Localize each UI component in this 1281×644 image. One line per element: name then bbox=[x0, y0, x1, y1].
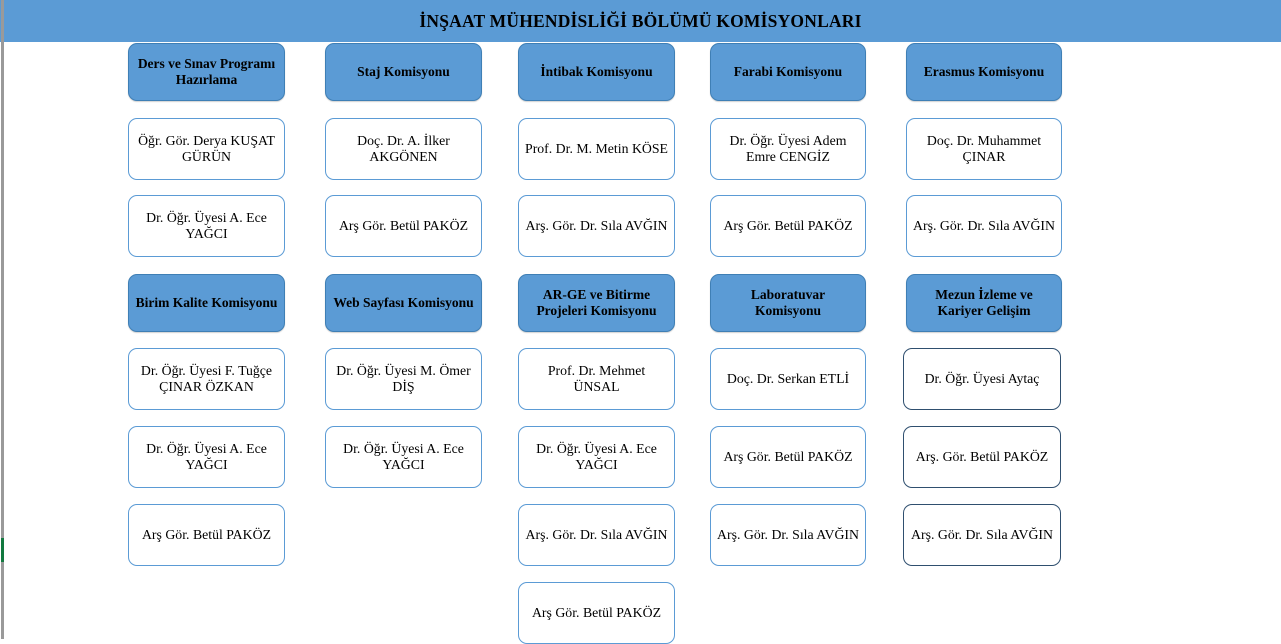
commission-member-birim-kalite-komisyonu-2-label: Dr. Öğr. Üyesi A. Ece YAĞCI bbox=[146, 441, 267, 472]
commission-member-mezun-izleme-ve-kariyer-gelisim-1-label: Dr. Öğr. Üyesi Aytaç bbox=[924, 371, 1040, 386]
commission-member-ders-ve-sinav-programi-hazirlama-2[interactable]: Dr. Öğr. Üyesi A. Ece YAĞCI bbox=[128, 195, 285, 257]
commission-head-erasmus-komisyonu[interactable]: Erasmus Komisyonu bbox=[906, 43, 1062, 101]
commission-head-ar-ge-ve-bitirme-projeleri-komisyonu-label: AR-GE ve Bitirme Projeleri Komisyonu bbox=[536, 287, 657, 318]
commission-head-web-sayfasi-komisyonu[interactable]: Web Sayfası Komisyonu bbox=[325, 274, 482, 332]
commission-member-birim-kalite-komisyonu-1-label: Dr. Öğr. Üyesi F. Tuğçe ÇINAR ÖZKAN bbox=[140, 363, 273, 394]
commission-member-ar-ge-ve-bitirme-projeleri-komisyonu-4-label: Arş Gör. Betül PAKÖZ bbox=[531, 605, 662, 620]
commission-head-birim-kalite-komisyonu[interactable]: Birim Kalite Komisyonu bbox=[128, 274, 285, 332]
commission-member-mezun-izleme-ve-kariyer-gelisim-2[interactable]: Arş. Gör. Betül PAKÖZ bbox=[903, 426, 1061, 488]
commission-member-ar-ge-ve-bitirme-projeleri-komisyonu-2[interactable]: Dr. Öğr. Üyesi A. Ece YAĞCI bbox=[518, 426, 675, 488]
commission-member-intibak-komisyonu-1[interactable]: Prof. Dr. M. Metin KÖSE bbox=[518, 118, 675, 180]
commission-member-staj-komisyonu-1-label: Doç. Dr. A. İlker AKGÖNEN bbox=[357, 133, 450, 164]
commission-member-farabi-komisyonu-1-label: Dr. Öğr. Üyesi Adem Emre CENGİZ bbox=[729, 133, 847, 164]
commission-member-ar-ge-ve-bitirme-projeleri-komisyonu-2-label: Dr. Öğr. Üyesi A. Ece YAĞCI bbox=[536, 441, 657, 472]
commission-member-mezun-izleme-ve-kariyer-gelisim-3-label: Arş. Gör. Dr. Sıla AVĞIN bbox=[911, 527, 1053, 542]
commission-member-ders-ve-sinav-programi-hazirlama-1[interactable]: Öğr. Gör. Derya KUŞAT GÜRÜN bbox=[128, 118, 285, 180]
commission-head-mezun-izleme-ve-kariyer-gelisim[interactable]: Mezun İzleme ve Kariyer Gelişim bbox=[906, 274, 1062, 332]
commission-head-ders-ve-sinav-programi-hazirlama[interactable]: Ders ve Sınav Programı Hazırlama bbox=[128, 43, 285, 101]
commission-member-staj-komisyonu-2-label: Arş Gör. Betül PAKÖZ bbox=[338, 218, 469, 233]
commission-member-ar-ge-ve-bitirme-projeleri-komisyonu-4[interactable]: Arş Gör. Betül PAKÖZ bbox=[518, 582, 675, 644]
commission-member-farabi-komisyonu-2[interactable]: Arş Gör. Betül PAKÖZ bbox=[710, 195, 866, 257]
commission-member-erasmus-komisyonu-2[interactable]: Arş. Gör. Dr. Sıla AVĞIN bbox=[906, 195, 1062, 257]
commission-member-ders-ve-sinav-programi-hazirlama-1-label: Öğr. Gör. Derya KUŞAT GÜRÜN bbox=[138, 133, 275, 164]
page-banner: İNŞAAT MÜHENDİSLİĞİ BÖLÜMÜ KOMİSYONLARI bbox=[0, 0, 1281, 42]
commission-member-farabi-komisyonu-1[interactable]: Dr. Öğr. Üyesi Adem Emre CENGİZ bbox=[710, 118, 866, 180]
commission-member-laboratuvar-komisyonu-3[interactable]: Arş. Gör. Dr. Sıla AVĞIN bbox=[710, 504, 866, 566]
commission-head-mezun-izleme-ve-kariyer-gelisim-label: Mezun İzleme ve Kariyer Gelişim bbox=[935, 287, 1033, 318]
commission-head-farabi-komisyonu-label: Farabi Komisyonu bbox=[733, 64, 843, 80]
commission-member-ar-ge-ve-bitirme-projeleri-komisyonu-1[interactable]: Prof. Dr. Mehmet ÜNSAL bbox=[518, 348, 675, 410]
commission-head-ar-ge-ve-bitirme-projeleri-komisyonu[interactable]: AR-GE ve Bitirme Projeleri Komisyonu bbox=[518, 274, 675, 332]
commission-member-web-sayfasi-komisyonu-2-label: Dr. Öğr. Üyesi A. Ece YAĞCI bbox=[343, 441, 464, 472]
commission-head-intibak-komisyonu[interactable]: İntibak Komisyonu bbox=[518, 43, 675, 101]
commission-member-laboratuvar-komisyonu-3-label: Arş. Gör. Dr. Sıla AVĞIN bbox=[717, 527, 859, 542]
commission-head-staj-komisyonu-label: Staj Komisyonu bbox=[357, 64, 450, 80]
commission-member-birim-kalite-komisyonu-3[interactable]: Arş Gör. Betül PAKÖZ bbox=[128, 504, 285, 566]
commission-member-erasmus-komisyonu-2-label: Arş. Gör. Dr. Sıla AVĞIN bbox=[913, 218, 1055, 233]
commission-head-birim-kalite-komisyonu-label: Birim Kalite Komisyonu bbox=[135, 295, 278, 311]
commission-head-ders-ve-sinav-programi-hazirlama-label: Ders ve Sınav Programı Hazırlama bbox=[137, 56, 276, 87]
commission-member-ders-ve-sinav-programi-hazirlama-2-label: Dr. Öğr. Üyesi A. Ece YAĞCI bbox=[146, 210, 267, 241]
commission-member-birim-kalite-komisyonu-3-label: Arş Gör. Betül PAKÖZ bbox=[141, 527, 272, 542]
page-scrollbar-thumb[interactable] bbox=[1, 538, 4, 562]
commission-member-laboratuvar-komisyonu-2[interactable]: Arş Gör. Betül PAKÖZ bbox=[710, 426, 866, 488]
commission-member-birim-kalite-komisyonu-2[interactable]: Dr. Öğr. Üyesi A. Ece YAĞCI bbox=[128, 426, 285, 488]
commission-member-mezun-izleme-ve-kariyer-gelisim-1[interactable]: Dr. Öğr. Üyesi Aytaç bbox=[903, 348, 1061, 410]
commission-member-intibak-komisyonu-2-label: Arş. Gör. Dr. Sıla AVĞIN bbox=[525, 218, 668, 233]
commission-member-laboratuvar-komisyonu-1[interactable]: Doç. Dr. Serkan ETLİ bbox=[710, 348, 866, 410]
commission-member-web-sayfasi-komisyonu-1-label: Dr. Öğr. Üyesi M. Ömer DİŞ bbox=[336, 363, 471, 394]
commission-member-mezun-izleme-ve-kariyer-gelisim-3[interactable]: Arş. Gör. Dr. Sıla AVĞIN bbox=[903, 504, 1061, 566]
commission-member-ar-ge-ve-bitirme-projeleri-komisyonu-3[interactable]: Arş. Gör. Dr. Sıla AVĞIN bbox=[518, 504, 675, 566]
commission-member-web-sayfasi-komisyonu-1[interactable]: Dr. Öğr. Üyesi M. Ömer DİŞ bbox=[325, 348, 482, 410]
commission-head-staj-komisyonu[interactable]: Staj Komisyonu bbox=[325, 43, 482, 101]
commission-member-erasmus-komisyonu-1[interactable]: Doç. Dr. Muhammet ÇINAR bbox=[906, 118, 1062, 180]
commission-head-web-sayfasi-komisyonu-label: Web Sayfası Komisyonu bbox=[333, 295, 474, 311]
commission-member-ar-ge-ve-bitirme-projeleri-komisyonu-1-label: Prof. Dr. Mehmet ÜNSAL bbox=[547, 363, 646, 394]
commission-head-erasmus-komisyonu-label: Erasmus Komisyonu bbox=[923, 64, 1045, 80]
commission-member-laboratuvar-komisyonu-2-label: Arş Gör. Betül PAKÖZ bbox=[723, 449, 853, 464]
commission-member-erasmus-komisyonu-1-label: Doç. Dr. Muhammet ÇINAR bbox=[926, 133, 1042, 164]
commission-member-intibak-komisyonu-2[interactable]: Arş. Gör. Dr. Sıla AVĞIN bbox=[518, 195, 675, 257]
page-title: İNŞAAT MÜHENDİSLİĞİ BÖLÜMÜ KOMİSYONLARI bbox=[419, 10, 862, 31]
commission-member-ar-ge-ve-bitirme-projeleri-komisyonu-3-label: Arş. Gör. Dr. Sıla AVĞIN bbox=[525, 527, 668, 542]
commission-member-staj-komisyonu-1[interactable]: Doç. Dr. A. İlker AKGÖNEN bbox=[325, 118, 482, 180]
commission-member-mezun-izleme-ve-kariyer-gelisim-2-label: Arş. Gör. Betül PAKÖZ bbox=[915, 449, 1049, 464]
commission-member-farabi-komisyonu-2-label: Arş Gör. Betül PAKÖZ bbox=[723, 218, 853, 233]
page-scrollbar[interactable] bbox=[1, 0, 4, 639]
commission-member-web-sayfasi-komisyonu-2[interactable]: Dr. Öğr. Üyesi A. Ece YAĞCI bbox=[325, 426, 482, 488]
commission-member-intibak-komisyonu-1-label: Prof. Dr. M. Metin KÖSE bbox=[525, 141, 668, 156]
commission-head-farabi-komisyonu[interactable]: Farabi Komisyonu bbox=[710, 43, 866, 101]
commission-member-laboratuvar-komisyonu-1-label: Doç. Dr. Serkan ETLİ bbox=[726, 371, 850, 386]
commission-head-laboratuvar-komisyonu[interactable]: Laboratuvar Komisyonu bbox=[710, 274, 866, 332]
commission-member-staj-komisyonu-2[interactable]: Arş Gör. Betül PAKÖZ bbox=[325, 195, 482, 257]
commission-member-birim-kalite-komisyonu-1[interactable]: Dr. Öğr. Üyesi F. Tuğçe ÇINAR ÖZKAN bbox=[128, 348, 285, 410]
commission-head-intibak-komisyonu-label: İntibak Komisyonu bbox=[540, 64, 653, 80]
commission-head-laboratuvar-komisyonu-label: Laboratuvar Komisyonu bbox=[750, 287, 826, 318]
